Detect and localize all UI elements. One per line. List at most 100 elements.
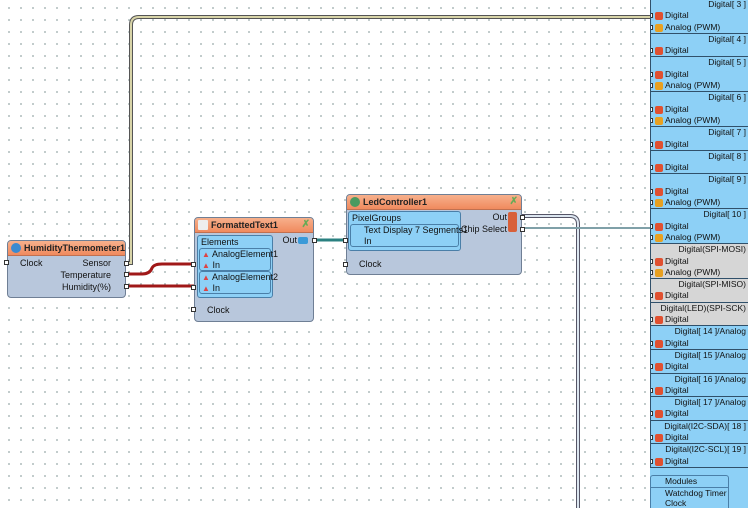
pin-row[interactable]: Digital bbox=[651, 45, 748, 56]
node-title-bar[interactable]: LedController1✗ bbox=[347, 195, 521, 210]
pin-row[interactable]: Digital bbox=[651, 408, 748, 419]
pin-label: Digital bbox=[665, 162, 689, 173]
analog-element-1[interactable]: ▲ AnalogElement1 ▲ In bbox=[199, 248, 278, 271]
pin-group-header: Digital[ 10 ] bbox=[703, 209, 746, 220]
pin-label: Analog (PWM) bbox=[665, 114, 721, 125]
input-pin[interactable] bbox=[651, 223, 653, 229]
input-pin[interactable] bbox=[651, 234, 653, 240]
pin-label: Digital bbox=[665, 103, 689, 114]
node-title-bar[interactable]: FormattedText1✗ bbox=[195, 218, 313, 233]
analog-icon bbox=[655, 233, 663, 242]
input-pin[interactable] bbox=[651, 188, 653, 194]
input-pin[interactable] bbox=[651, 269, 653, 275]
led-controller-node[interactable]: LedController1✗ PixelGroups Text Display… bbox=[343, 194, 525, 275]
modules-label: Modules bbox=[665, 475, 698, 486]
input-pin[interactable] bbox=[651, 13, 653, 19]
wire-temperature[interactable] bbox=[126, 262, 194, 276]
watchdog-timer[interactable]: Watchdog Timer bbox=[651, 487, 728, 499]
input-pin[interactable] bbox=[651, 387, 653, 393]
analog-icon bbox=[655, 268, 663, 277]
input-pin[interactable] bbox=[651, 458, 653, 464]
pin-row[interactable]: Digital bbox=[651, 314, 748, 325]
input-pin[interactable] bbox=[651, 141, 653, 147]
pin-row[interactable]: Digital bbox=[651, 385, 748, 396]
chip-select-pin[interactable] bbox=[520, 227, 525, 232]
input-pin[interactable] bbox=[651, 293, 653, 299]
input-pin[interactable] bbox=[651, 83, 653, 89]
pin-label: Digital bbox=[665, 290, 689, 301]
in-pin[interactable] bbox=[343, 238, 348, 243]
pin-row[interactable]: Digital bbox=[651, 10, 748, 21]
input-pin[interactable] bbox=[651, 24, 653, 30]
pin-row[interactable]: Analog (PWM) bbox=[651, 197, 748, 208]
pin-row[interactable]: Analog (PWM) bbox=[651, 267, 748, 278]
pin-row[interactable]: Digital bbox=[651, 456, 748, 467]
input-pin[interactable] bbox=[651, 411, 653, 417]
pin-row[interactable]: Digital bbox=[651, 290, 748, 301]
digital-icon bbox=[655, 164, 663, 173]
in2-pin[interactable] bbox=[191, 285, 196, 290]
pin-row[interactable]: Digital bbox=[651, 256, 748, 267]
pin-row[interactable]: Analog (PWM) bbox=[651, 80, 748, 91]
tools-icon[interactable]: ✗ bbox=[509, 196, 518, 207]
input-pin[interactable] bbox=[651, 200, 653, 206]
formatted-text-node[interactable]: FormattedText1✗ Elements ▲ AnalogElement… bbox=[191, 217, 317, 322]
spi-icon bbox=[508, 212, 517, 232]
input-pin[interactable] bbox=[651, 117, 653, 123]
in-label: In bbox=[212, 260, 220, 270]
out-pin[interactable] bbox=[520, 215, 525, 220]
tools-icon[interactable]: ✗ bbox=[301, 219, 310, 230]
pin-group-header: Digital[ 16 ]/Analog bbox=[674, 373, 746, 384]
analog-icon: ▲ bbox=[202, 261, 210, 270]
digital-icon bbox=[655, 363, 663, 372]
input-pin[interactable] bbox=[651, 364, 653, 370]
pixelgroups-label: PixelGroups bbox=[352, 213, 402, 223]
clock-pin[interactable] bbox=[343, 262, 348, 267]
pin-row[interactable]: Digital bbox=[651, 104, 748, 115]
pin-row[interactable]: Digital bbox=[651, 139, 748, 150]
input-pin[interactable] bbox=[651, 340, 653, 346]
pin-row[interactable]: Digital bbox=[651, 432, 748, 443]
pin-label: Digital bbox=[665, 455, 689, 466]
out-pin[interactable] bbox=[312, 238, 317, 243]
digital-icon bbox=[655, 12, 663, 21]
in1-pin[interactable] bbox=[191, 262, 196, 267]
humidity-pin[interactable] bbox=[124, 284, 129, 289]
pin-row[interactable]: Digital bbox=[651, 338, 748, 349]
input-pin[interactable] bbox=[651, 106, 653, 112]
pin-row[interactable]: Digital bbox=[651, 162, 748, 173]
input-pin[interactable] bbox=[651, 48, 653, 54]
analog-element-2[interactable]: ▲ AnalogElement2 ▲ In bbox=[199, 271, 278, 294]
node-title-bar[interactable]: HumidityThermometer1 bbox=[8, 241, 125, 256]
pin-row[interactable]: Digital bbox=[651, 186, 748, 197]
input-pin[interactable] bbox=[651, 434, 653, 440]
pin-group: Digital(SPI-MISO)Digital bbox=[650, 279, 748, 303]
input-pin[interactable] bbox=[651, 317, 653, 323]
digital-icon bbox=[655, 316, 663, 325]
pin-row[interactable]: Analog (PWM) bbox=[651, 22, 748, 33]
clock-pin[interactable] bbox=[4, 260, 9, 265]
sensor-pin[interactable] bbox=[124, 261, 129, 266]
pin-group-header: Digital(LED)(SPI-SCK) bbox=[660, 302, 747, 313]
pin-row[interactable]: Digital bbox=[651, 221, 748, 232]
input-pin[interactable] bbox=[651, 71, 653, 77]
pin-row[interactable]: Digital bbox=[651, 361, 748, 372]
input-pin[interactable] bbox=[651, 258, 653, 264]
node-title: HumidityThermometer1 bbox=[24, 243, 126, 253]
clock-pin[interactable] bbox=[191, 307, 196, 312]
pin-group-header: Digital(I2C-SCL)[ 19 ] bbox=[665, 444, 746, 455]
text-display-element[interactable]: Text Display 7 Segments1 In bbox=[350, 224, 468, 247]
temperature-pin[interactable] bbox=[124, 272, 129, 277]
pin-row[interactable]: Analog (PWM) bbox=[651, 232, 748, 243]
digital-icon bbox=[655, 140, 663, 149]
pin-group-header: Digital[ 9 ] bbox=[708, 174, 746, 185]
input-pin[interactable] bbox=[651, 165, 653, 171]
pin-row[interactable]: Digital bbox=[651, 69, 748, 80]
wire-led-out[interactable] bbox=[521, 214, 580, 508]
text-display-label: Text Display 7 Segments1 bbox=[364, 225, 469, 235]
pin-row[interactable]: Analog (PWM) bbox=[651, 115, 748, 126]
humidity-thermometer-node[interactable]: HumidityThermometer1 Clock Sensor Temper… bbox=[4, 240, 129, 298]
